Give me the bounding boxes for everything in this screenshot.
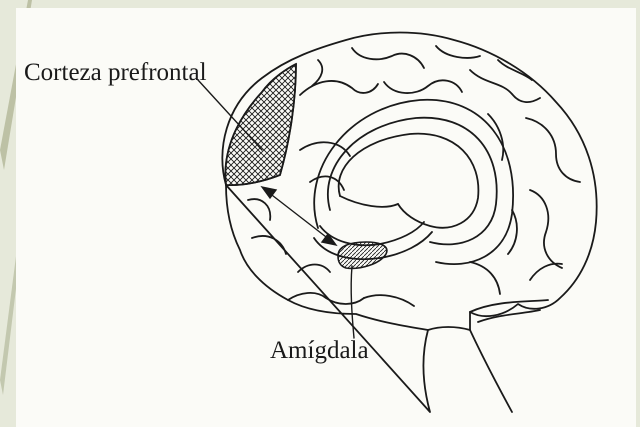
- amygdala-label: Amígdala: [270, 338, 369, 363]
- prefrontal-cortex-label: Corteza prefrontal: [24, 60, 207, 85]
- amygdala-leader-line: [351, 266, 354, 338]
- amygdala-region: [338, 242, 387, 268]
- corpus-callosum: [339, 134, 479, 228]
- prefrontal-cortex-region: [225, 64, 296, 185]
- brainstem: [428, 327, 470, 330]
